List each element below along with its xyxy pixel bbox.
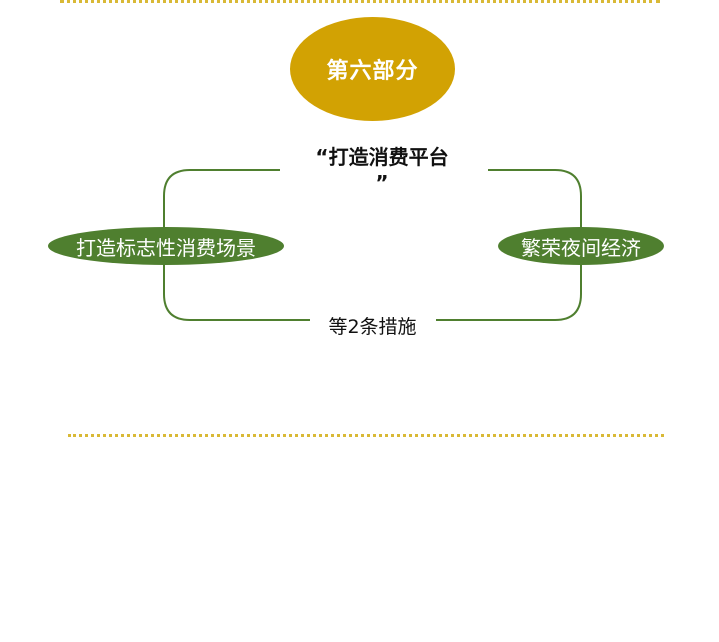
measure-pill-right: 繁荣夜间经济 bbox=[498, 227, 664, 265]
section-badge: 第六部分 bbox=[290, 17, 455, 121]
diagram-title: “打造消费平台 ” bbox=[282, 144, 482, 196]
title-line-2: ” bbox=[375, 171, 389, 195]
measures-count-text: 等2条措施 bbox=[328, 316, 417, 338]
measure-right-label: 繁荣夜间经济 bbox=[521, 235, 641, 260]
title-line-1: “打造消费平台 bbox=[315, 145, 449, 169]
section-label: 第六部分 bbox=[326, 59, 419, 84]
measure-pill-left: 打造标志性消费场景 bbox=[48, 227, 284, 265]
bottom-dotted-divider bbox=[68, 434, 664, 437]
measure-left-label: 打造标志性消费场景 bbox=[76, 235, 256, 260]
top-dotted-divider bbox=[60, 0, 660, 3]
